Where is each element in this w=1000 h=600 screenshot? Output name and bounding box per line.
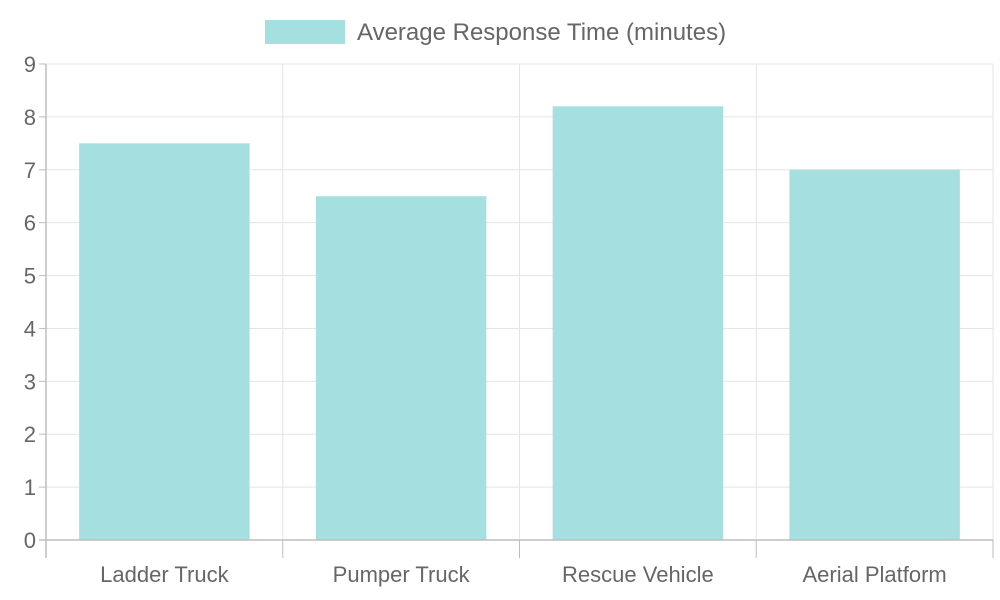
x-tick-label: Pumper Truck <box>333 562 471 587</box>
y-tick-label: 5 <box>24 264 36 289</box>
axes <box>39 64 993 558</box>
y-tick-label: 4 <box>24 316 36 341</box>
y-axis-ticks: 0 1 2 3 4 5 6 7 8 9 <box>24 52 46 553</box>
y-tick-label: 9 <box>24 52 36 77</box>
x-tick-label: Aerial Platform <box>802 562 946 587</box>
bar <box>789 169 960 540</box>
legend[interactable]: Average Response Time (minutes) <box>265 19 726 46</box>
x-axis-ticks: Ladder Truck Pumper Truck Rescue Vehicle Ae… <box>45 540 994 587</box>
bar <box>79 143 250 541</box>
bar <box>315 196 487 540</box>
x-tick-label: Ladder Truck <box>100 562 229 587</box>
y-tick-label: 8 <box>24 105 36 130</box>
legend-swatch <box>265 20 345 44</box>
y-tick-label: 0 <box>24 528 36 553</box>
bar <box>552 106 724 541</box>
bars <box>79 106 960 541</box>
y-tick-label: 7 <box>24 158 36 183</box>
y-tick-label: 1 <box>24 475 36 500</box>
y-tick-label: 2 <box>24 422 36 447</box>
y-tick-label: 3 <box>24 369 36 394</box>
y-tick-label: 6 <box>24 211 36 236</box>
x-tick-label: Rescue Vehicle <box>562 562 714 587</box>
legend-label: Average Response Time (minutes) <box>357 19 726 46</box>
